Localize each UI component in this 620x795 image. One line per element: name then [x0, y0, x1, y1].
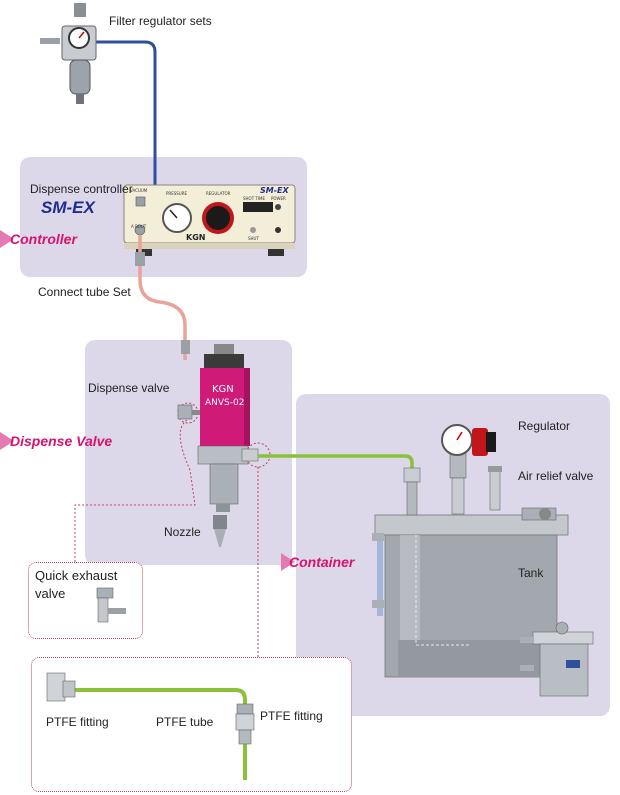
nozzle-label: Nozzle [164, 525, 201, 539]
controller-logo: KGN [186, 233, 206, 242]
tank-regulator-device [441, 424, 502, 515]
controller-shut-text: SHUT [248, 236, 259, 241]
air-relief-label: Air relief valve [518, 469, 594, 483]
model-label: SM-EX [41, 198, 95, 217]
air-hose [95, 40, 157, 195]
ptfe-fitting-left-label: PTFE fitting [46, 715, 109, 729]
dispense-valve-arrow [0, 432, 14, 450]
controller-vacuum-text: VACUUM [130, 188, 148, 193]
filter-regulator [40, 3, 97, 104]
controller-arrow [0, 230, 14, 248]
tank-device [372, 467, 569, 678]
container-section-tag: Container [289, 554, 355, 570]
controller-pressure-text: PRESSURE [166, 191, 188, 196]
regulator-label: Regulator [518, 419, 571, 433]
ptfe-fitting-right-label: PTFE fitting [260, 709, 323, 723]
ptfe-tube-inset [72, 688, 247, 780]
container-arrow [281, 553, 295, 571]
quick-exhaust-label-line1: Quick exhaust [35, 568, 118, 583]
controller-section-tag: Controller [10, 231, 77, 247]
valve-model-text: ANVS-02 [205, 398, 245, 408]
filter-regulator-label: Filter regulator sets [109, 14, 212, 28]
ptfe-tube-main [258, 454, 414, 470]
ptfe-tube-label: PTFE tube [156, 715, 214, 729]
quick-exhaust-valve-device [96, 587, 126, 623]
quick-exhaust-label-line2: valve [35, 586, 66, 601]
quick-exhaust-callout [28, 562, 143, 639]
ptfe-fitting-right-device [235, 703, 255, 745]
dispense-valve-device [177, 344, 259, 512]
ptfe-callout [31, 657, 352, 792]
dispense-controller-label: Dispense controller [30, 182, 133, 196]
small-tank-device [520, 621, 594, 697]
controller-regulator-text: REGULATOR [206, 191, 231, 196]
controller-shot-time-text: SHOT TIME [243, 196, 266, 201]
tank-label: Tank [518, 566, 544, 580]
connect-tube-label: Connect tube Set [38, 285, 131, 299]
connect-tube [138, 235, 187, 360]
controller-a-bout-text: A BOUT [131, 224, 147, 229]
dispense-valve-label: Dispense valve [88, 381, 170, 395]
controller-device [123, 184, 296, 256]
controller-power-text: POWER [271, 196, 286, 201]
nozzle-device [213, 515, 227, 547]
controller-brand-text: SM-EX [260, 186, 289, 195]
dispense-valve-section-tag: Dispense Valve [10, 433, 113, 449]
valve-logo: KGN [212, 384, 234, 395]
quick-exhaust-leader [74, 419, 196, 562]
ptfe-fitting-left-device [46, 672, 76, 702]
